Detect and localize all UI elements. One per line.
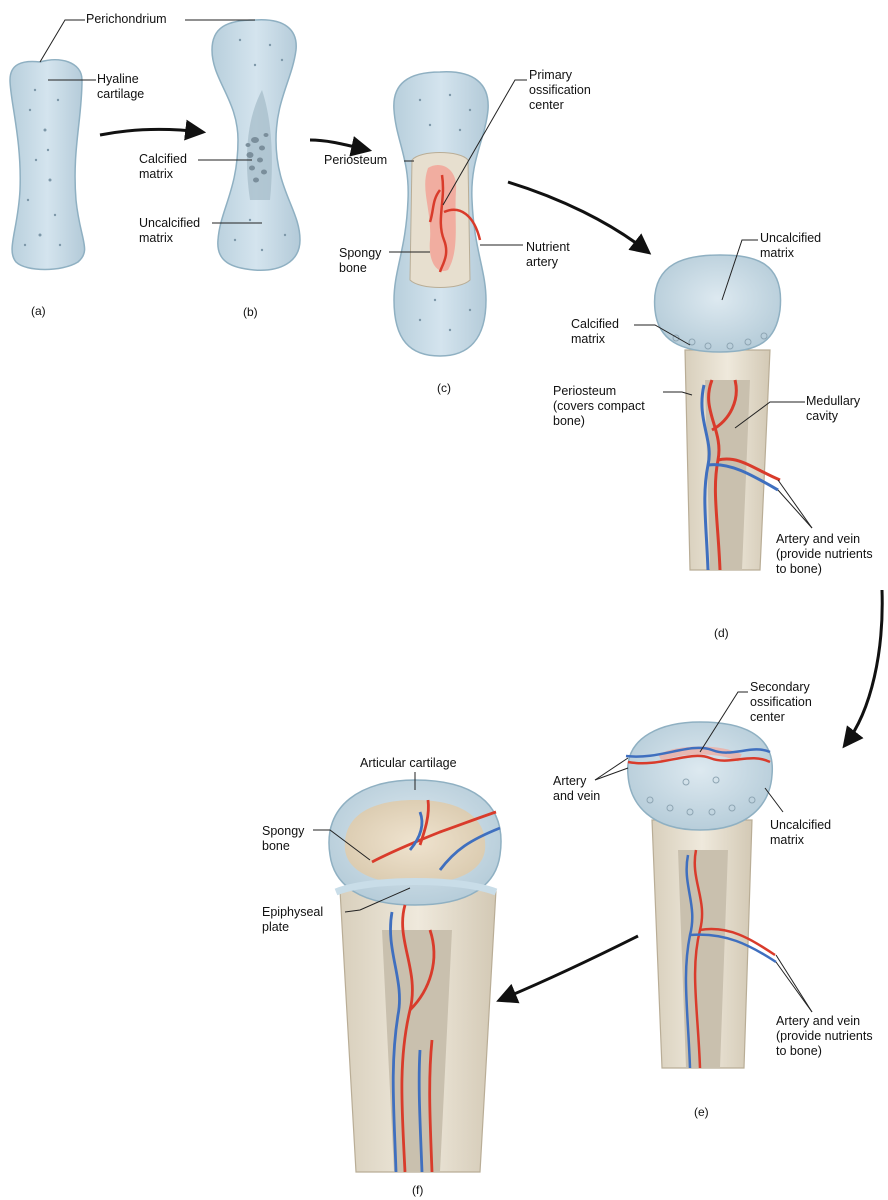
label-calcified-matrix-d: Calcified matrix xyxy=(571,317,619,347)
panel-c-primary-ossification xyxy=(394,72,488,356)
label-medullary-cavity: Medullary cavity xyxy=(806,394,860,424)
label-epiphyseal-plate: Epiphyseal plate xyxy=(262,905,323,935)
label-primary-ossification-center: Primary ossification center xyxy=(529,68,591,113)
caption-a: (a) xyxy=(31,304,46,318)
label-spongy-bone-f: Spongy bone xyxy=(262,824,304,854)
label-spongy-bone-c: Spongy bone xyxy=(339,246,381,276)
label-nutrient-artery: Nutrient artery xyxy=(526,240,570,270)
label-hyaline-cartilage: Hyaline cartilage xyxy=(97,72,144,102)
label-perichondrium: Perichondrium xyxy=(86,12,167,27)
label-uncalcified-matrix-e: Uncalcified matrix xyxy=(770,818,831,848)
panel-d-medullary-cavity xyxy=(655,255,781,570)
label-uncalcified-matrix-d: Uncalcified matrix xyxy=(760,231,821,261)
label-artery-vein-e-top: Artery and vein xyxy=(553,774,600,804)
panel-a-cartilage-model xyxy=(10,60,85,270)
label-articular-cartilage: Articular cartilage xyxy=(360,756,457,771)
label-periosteum-c: Periosteum xyxy=(324,153,387,168)
label-uncalcified-matrix-b: Uncalcified matrix xyxy=(139,216,200,246)
caption-b: (b) xyxy=(243,305,258,319)
panel-e-secondary-ossification xyxy=(626,722,776,1068)
label-secondary-ossification-center: Secondary ossification center xyxy=(750,680,812,725)
caption-e: (e) xyxy=(694,1105,709,1119)
label-artery-vein-e: Artery and vein (provide nutrients to bo… xyxy=(776,1014,873,1059)
label-artery-vein-d: Artery and vein (provide nutrients to bo… xyxy=(776,532,873,577)
panel-f-epiphyseal-plate xyxy=(329,780,501,1172)
panel-b-calcification xyxy=(212,20,300,270)
caption-c: (c) xyxy=(437,381,451,395)
label-periosteum-d: Periosteum (covers compact bone) xyxy=(553,384,645,429)
caption-d: (d) xyxy=(714,626,729,640)
caption-f: (f) xyxy=(412,1183,423,1197)
label-calcified-matrix-b: Calcified matrix xyxy=(139,152,187,182)
